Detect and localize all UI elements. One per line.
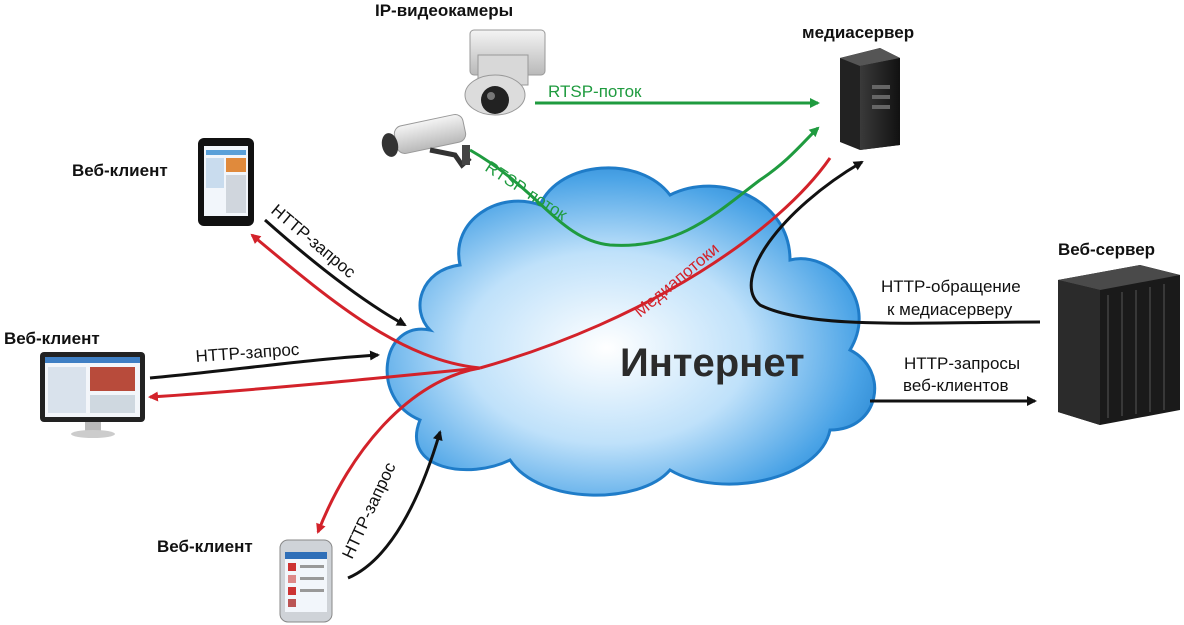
- web-client-tablet-label: Веб-клиент: [72, 161, 168, 180]
- media-stream-main: [479, 157, 832, 370]
- http-media-label-line1: HTTP-обращение: [881, 277, 1021, 296]
- rtsp-bullet-arrow: [469, 126, 820, 247]
- http-clients-label-line2: веб-клиентов: [903, 376, 1008, 395]
- desktop-monitor-icon: [40, 352, 145, 438]
- http-media-label-line2: к медиасерверу: [887, 300, 1013, 319]
- http-request-tablet-arrow: [264, 218, 407, 327]
- http-clients-label-line1: HTTP-запросы: [904, 354, 1020, 373]
- tablet-icon: [198, 138, 254, 226]
- internet-cloud: [385, 166, 877, 497]
- smartphone-icon: [279, 539, 333, 623]
- web-server-label: Веб-сервер: [1058, 240, 1155, 259]
- media-stream-to-phone: [316, 366, 481, 534]
- web-client-desktop-label: Веб-клиент: [4, 329, 100, 348]
- media-stream-to-desktop: [148, 366, 481, 402]
- rtsp-dome-label: RTSP-поток: [548, 82, 642, 101]
- http-request-tablet-label: HTTP-запрос: [267, 201, 359, 283]
- http-request-phone-arrow: [347, 430, 443, 580]
- http-media-server-arrow: [749, 160, 1041, 325]
- bullet-camera-icon: [381, 114, 472, 169]
- media-server-label: медиасервер: [802, 23, 914, 42]
- http-request-desktop-arrow: [149, 350, 380, 380]
- media-server-icon: [840, 48, 900, 150]
- dome-camera-icon: [464, 29, 546, 116]
- media-stream-to-tablet: [250, 233, 481, 370]
- ip-cameras-label: IP-видеокамеры: [375, 1, 513, 20]
- internet-label: Интернет: [620, 341, 805, 385]
- web-server-rack-icon: [1058, 265, 1180, 425]
- web-client-phone-label: Веб-клиент: [157, 537, 253, 556]
